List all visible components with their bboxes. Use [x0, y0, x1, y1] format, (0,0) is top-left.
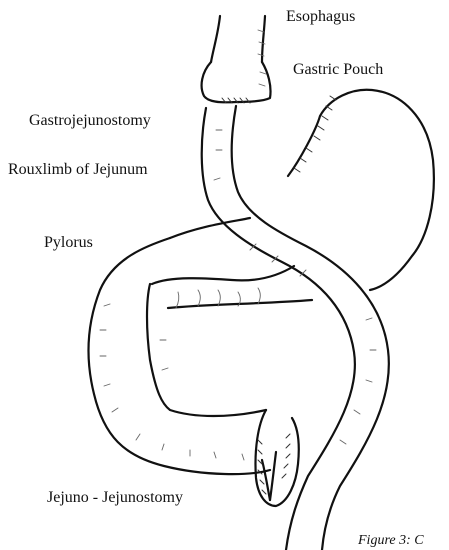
label-pylorus: Pylorus [44, 235, 93, 251]
label-esophagus: Esophagus [286, 9, 355, 25]
label-rouxlimb: Rouxlimb of Jejunum [8, 162, 148, 178]
remnant-stomach [288, 90, 434, 290]
stomach-staple-line [294, 96, 336, 172]
label-gastric-pouch: Gastric Pouch [293, 62, 383, 78]
bowel-folds [100, 130, 376, 460]
label-jejuno-jejunostomy: Jejuno - Jejunostomy [47, 490, 183, 506]
figure-caption: Figure 3: C [358, 533, 424, 549]
label-gastrojejunostomy: Gastrojejunostomy [29, 113, 151, 129]
jejuno-jejunostomy [255, 410, 298, 506]
roux-limb [202, 106, 389, 550]
esophagus [211, 16, 265, 62]
biliopancreatic-limb [89, 218, 312, 474]
gastric-pouch [202, 62, 271, 102]
